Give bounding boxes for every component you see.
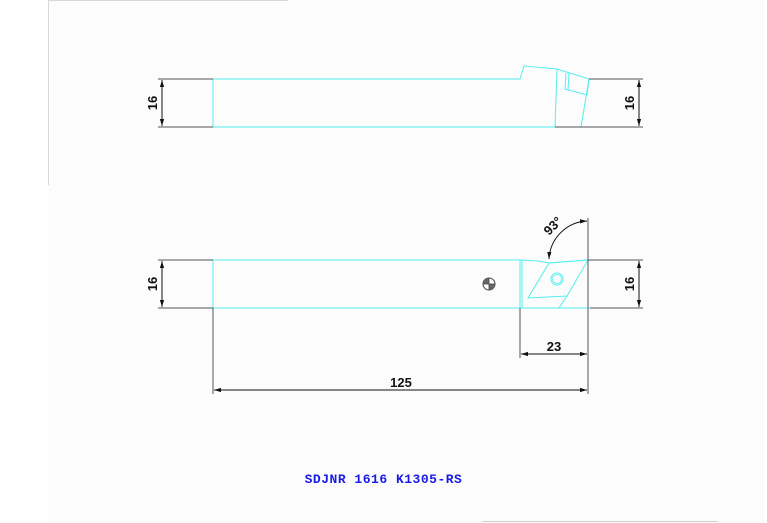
drawing-sheet (48, 0, 764, 523)
sheet-left-edge (48, 0, 49, 185)
top-right-height-label: 16 (622, 96, 637, 110)
angle-label: 93° (541, 214, 566, 239)
sheet-bottom-edge (482, 521, 718, 522)
insert-hole-icon (550, 272, 564, 286)
front-left-height-label: 16 (145, 277, 160, 291)
front-right-height-label: 16 (622, 277, 637, 291)
sheet-top-edge (48, 0, 288, 1)
top-view-shank-outline (213, 65, 590, 80)
top-view: 16 16 (145, 65, 643, 128)
overall-length-label: 125 (390, 375, 412, 390)
top-left-height-label: 16 (145, 96, 160, 110)
center-of-gravity-icon (482, 277, 496, 291)
front-view: 16 16 93° 23 125 (145, 214, 643, 394)
head-length-label: 23 (547, 339, 561, 354)
top-view-clamp (564, 72, 590, 96)
part-number-title: SDJNR 1616 K1305-RS (304, 472, 463, 487)
insert-icon (527, 259, 589, 299)
